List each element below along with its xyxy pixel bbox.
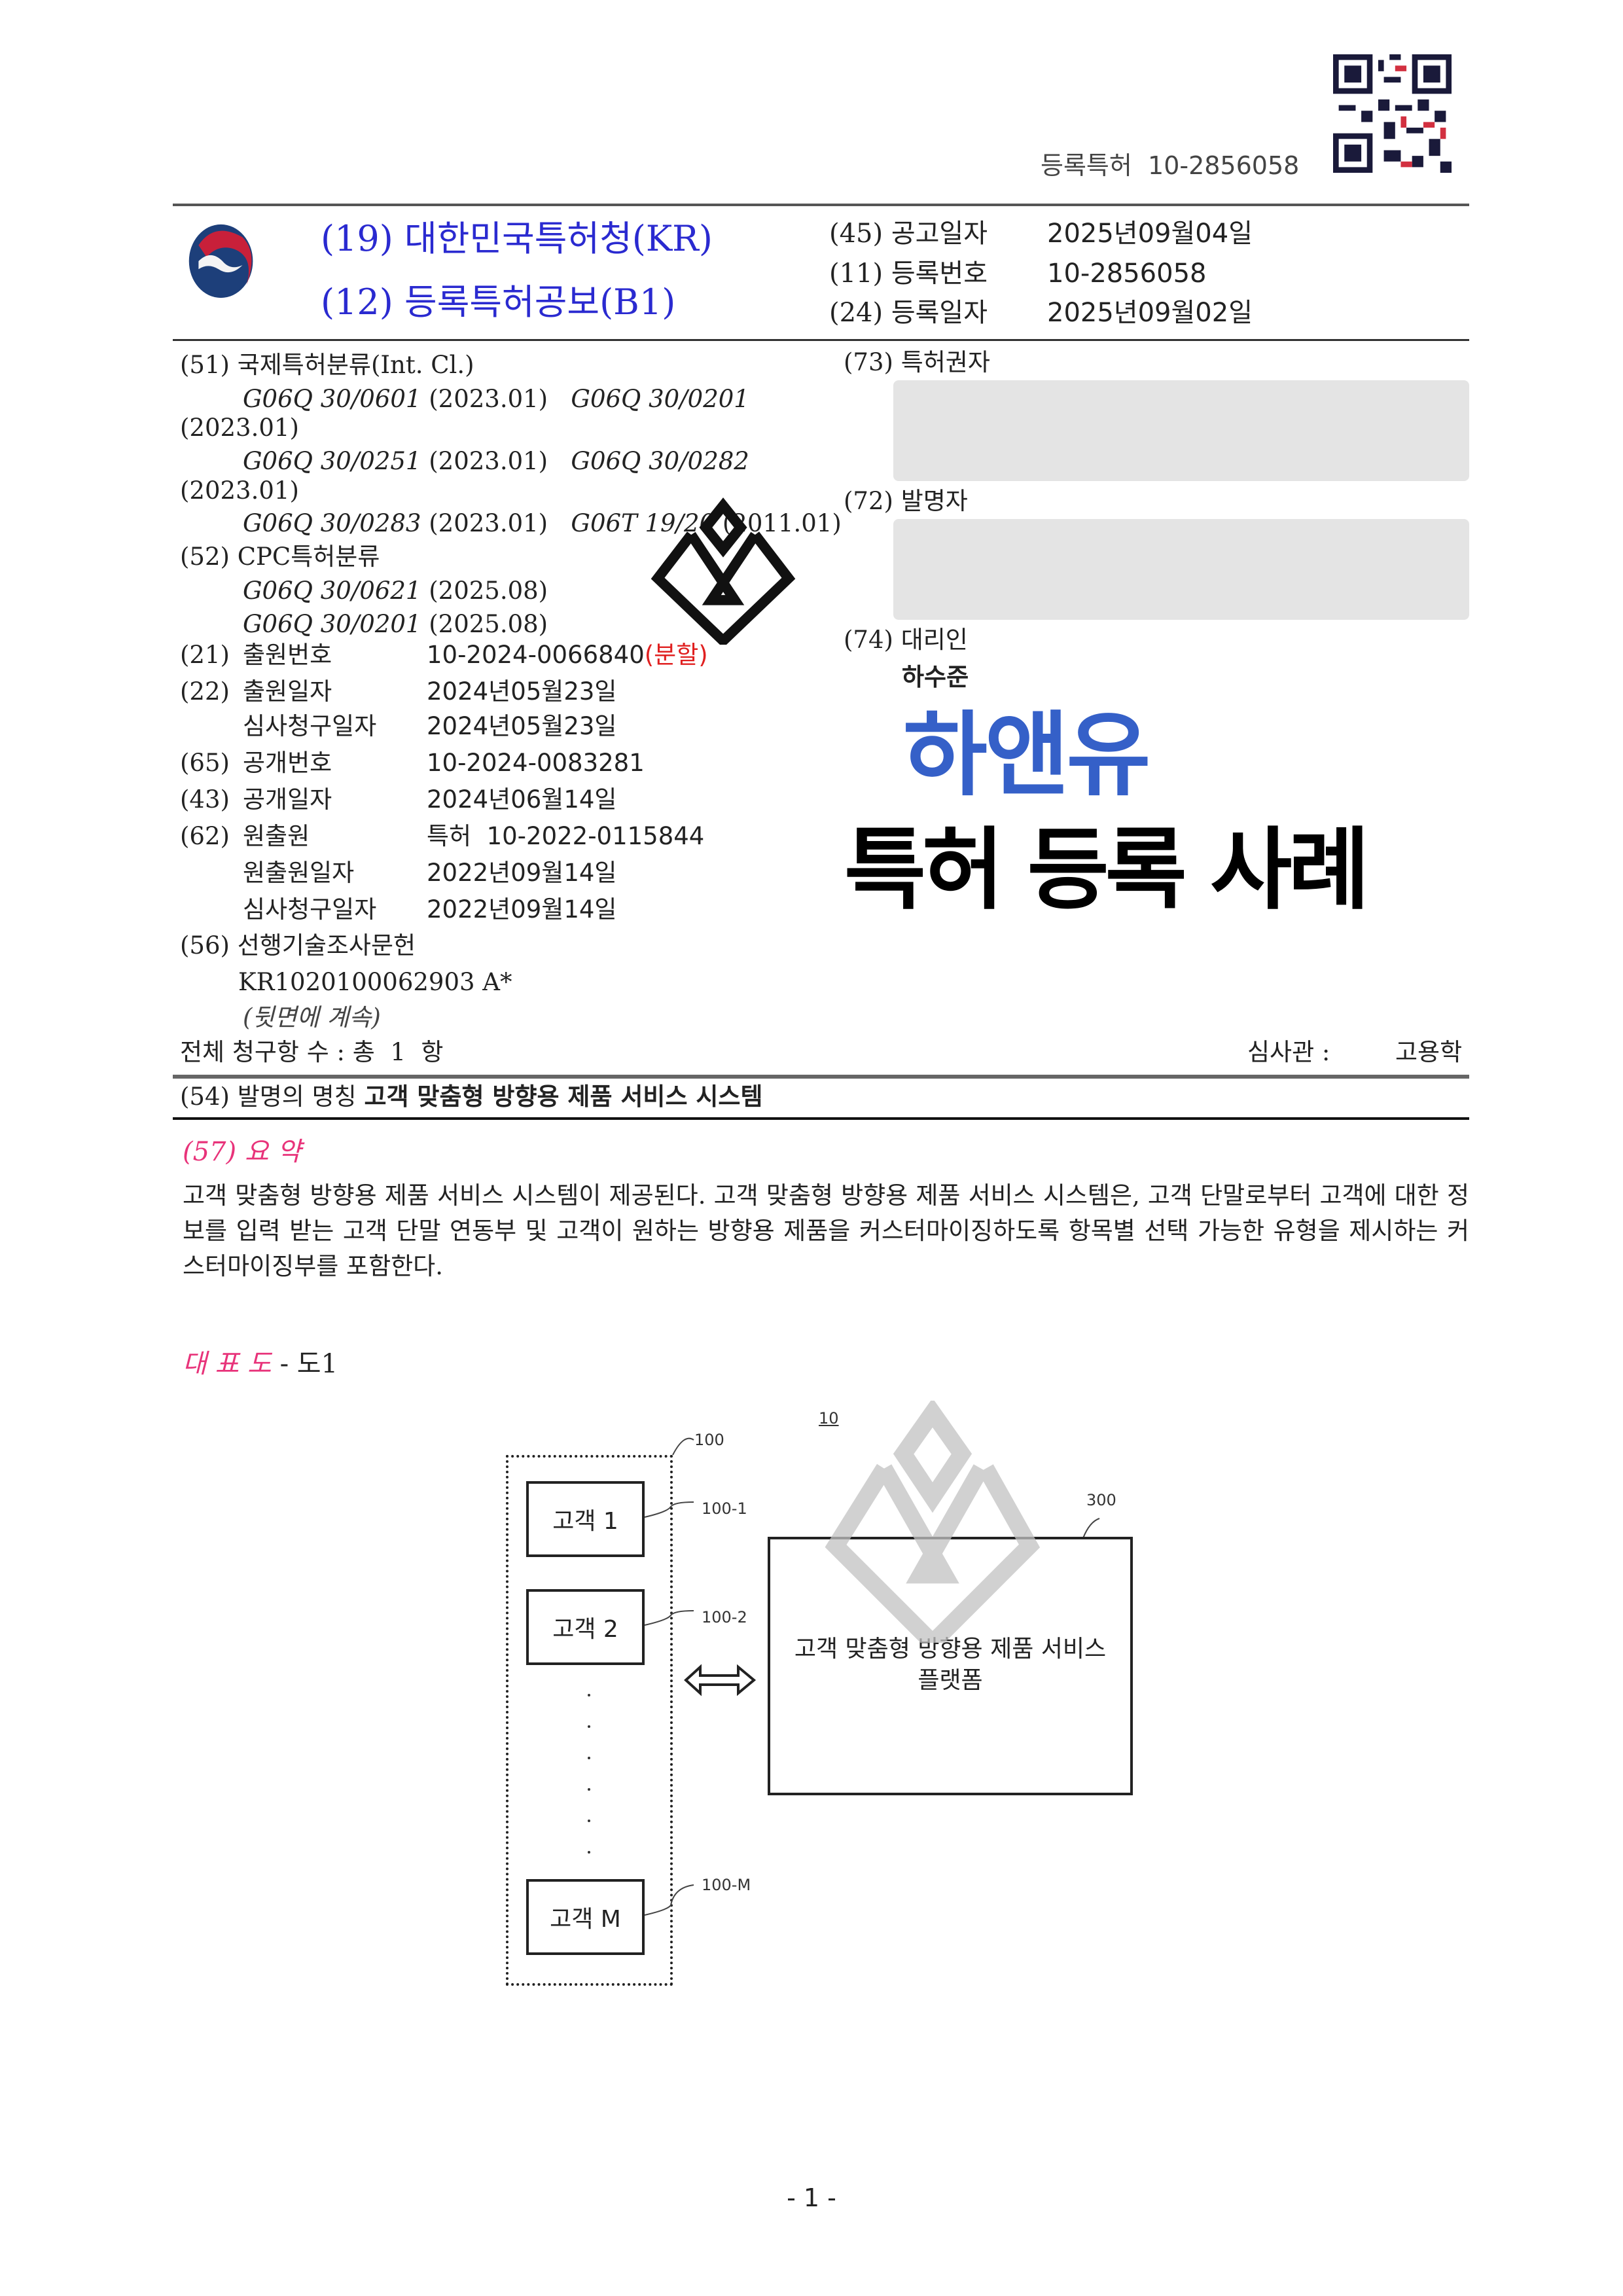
divider	[173, 1117, 1469, 1120]
ipc-version: (2023.01)	[180, 414, 299, 442]
field-label: 공개번호	[243, 749, 332, 777]
reg-date-row: (24) 등록일자	[829, 298, 988, 328]
client-group-box	[506, 1455, 673, 1986]
owner-label: (73) 특허권자	[844, 348, 990, 376]
continued-note: (뒷면에 계속)	[243, 1003, 381, 1031]
watermark-logo-grey-icon	[825, 1401, 1041, 1643]
examiner-name: 고용학	[1395, 1038, 1463, 1066]
ellipsis-dots	[588, 1694, 590, 1854]
qr-code	[1333, 54, 1452, 173]
field-label: 심사청구일자	[243, 895, 377, 924]
cpc-title: (52) CPC특허분류	[180, 543, 380, 571]
claims-count: 전체 청구항 수 : 총 1 항	[180, 1038, 444, 1066]
reg-number-value: 10-2856058	[1047, 259, 1207, 289]
divider	[173, 1075, 1469, 1079]
client-2-box: 고객 2	[526, 1589, 645, 1665]
field-label: 출원번호	[243, 641, 332, 669]
field-label: 심사청구일자	[243, 712, 377, 740]
field-code: (21)	[180, 641, 230, 669]
doc-number-label: 등록특허	[1041, 151, 1132, 180]
field-value: 특허 10-2022-0115844	[427, 822, 705, 850]
diagram-connectors	[588, 1437, 1100, 1916]
reg-date-value: 2025년09월02일	[1047, 298, 1253, 328]
field-value: 2022년09월14일	[427, 859, 617, 887]
field-value: 2024년05월23일	[427, 677, 617, 706]
field-label: 원출원일자	[243, 859, 355, 887]
client-1-box: 고객 1	[526, 1481, 645, 1557]
field-code: (43)	[180, 785, 230, 814]
client-m-box: 고객 M	[526, 1879, 645, 1955]
divider	[173, 204, 1469, 206]
ipc-row: G06Q 30/0601 (2023.01) G06Q 30/0201	[243, 385, 749, 413]
client-2-ref: 100-2	[702, 1608, 747, 1626]
examiner-label: 심사관 :	[1247, 1038, 1330, 1066]
ipc-version: (2023.01)	[180, 476, 299, 505]
platform-ref: 300	[1086, 1491, 1116, 1509]
representative-figure: 대 표 도 - 도1	[183, 1349, 338, 1379]
ipc-row: G06Q 30/0251 (2023.01) G06Q 30/0282	[243, 447, 749, 475]
abstract-heading: (57) 요 약	[183, 1137, 302, 1167]
publication-type: (12) 등록특허공보(B1)	[321, 281, 676, 323]
prior-art-title: (56) 선행기술조사문헌	[180, 931, 416, 960]
watermark-brand: 하앤유	[903, 702, 1150, 809]
client-m-ref: 100-M	[702, 1876, 751, 1894]
field-value: 10-2024-0083281	[427, 749, 645, 777]
field-label: 원출원	[243, 822, 310, 850]
invention-title: (54) 발명의 명칭 고객 맞춤형 방향용 제품 서비스 시스템	[180, 1082, 763, 1111]
watermark-caption: 특허 등록 사례	[844, 819, 1370, 922]
abstract-text: 고객 맞춤형 방향용 제품 서비스 시스템이 제공된다. 고객 맞춤형 방향용 …	[183, 1181, 1469, 1280]
field-code: (62)	[180, 822, 230, 850]
field-value: 2024년06월14일	[427, 785, 617, 814]
page-number: - 1 -	[787, 2183, 836, 2212]
group-ref: 100	[694, 1431, 724, 1449]
field-value: 10-2024-0066840(분할)	[427, 641, 708, 669]
divider	[173, 339, 1469, 341]
pub-date-value: 2025년09월04일	[1047, 219, 1253, 249]
system-ref: 10	[819, 1409, 839, 1427]
field-value: 2024년05월23일	[427, 712, 617, 740]
ipc-title: (51) 국제특허분류(Int. Cl.)	[180, 351, 474, 379]
inventor-label: (72) 발명자	[844, 487, 968, 515]
doc-number: 10-2856058	[1148, 151, 1300, 180]
pub-date-row: (45) 공고일자	[829, 219, 988, 249]
field-code: (22)	[180, 677, 230, 706]
bidirectional-arrow-icon	[684, 1664, 757, 1696]
owner-redacted	[893, 380, 1469, 481]
agent-name: 하수준	[902, 662, 969, 691]
field-label: 공개일자	[243, 785, 332, 814]
reg-number-row: (11) 등록번호	[829, 259, 988, 289]
kipo-emblem-icon	[188, 224, 253, 298]
inventor-redacted	[893, 519, 1469, 620]
cpc-row: G06Q 30/0201 (2025.08)	[243, 610, 548, 638]
field-value: 2022년09월14일	[427, 895, 617, 924]
agent-label: (74) 대리인	[844, 626, 968, 654]
cpc-row: G06Q 30/0621 (2025.08)	[243, 577, 548, 605]
client-1-ref: 100-1	[702, 1499, 747, 1518]
office-name: (19) 대한민국특허청(KR)	[321, 218, 713, 259]
doc-number-header: 등록특허 10-2856058	[1041, 145, 1299, 181]
field-label: 출원일자	[243, 677, 332, 706]
watermark-logo-icon	[651, 497, 796, 645]
field-code: (65)	[180, 749, 230, 777]
prior-art: KR1020100062903 A*	[238, 968, 512, 996]
ipc-row: G06Q 30/0283 (2023.01) G06T 19/20 (2011.…	[243, 509, 842, 537]
